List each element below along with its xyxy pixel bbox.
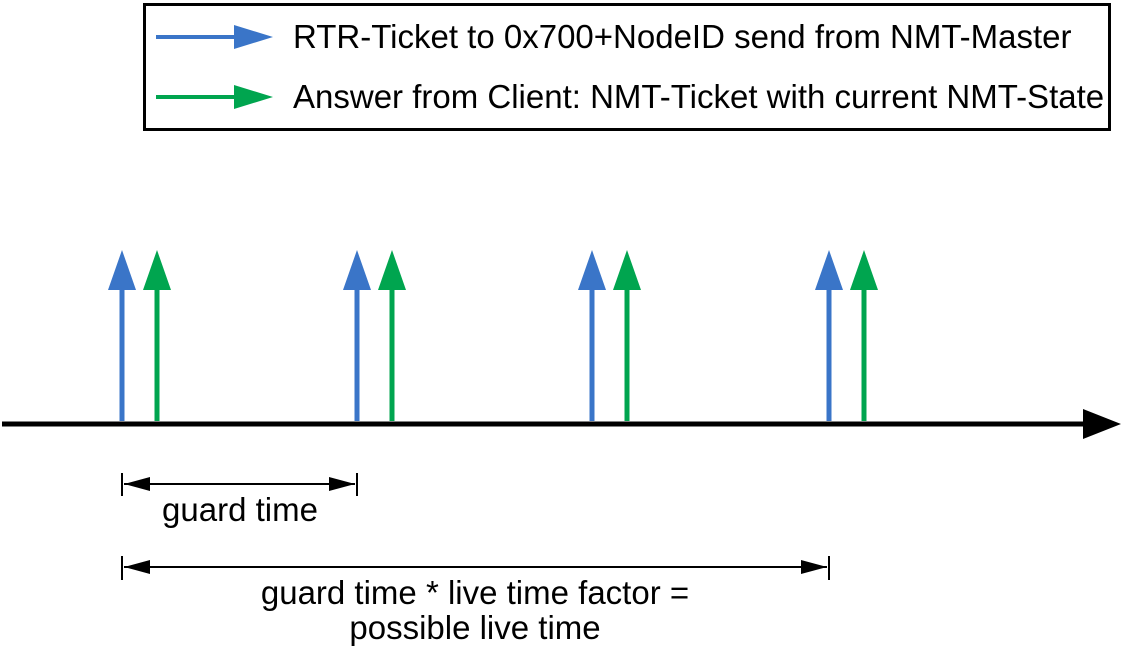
time-axis [2, 409, 1121, 439]
dim-arrowhead-left-icon [124, 477, 150, 491]
guard-time-label: guard time [162, 491, 318, 528]
legend-label-rtr: RTR-Ticket to 0x700+NodeID send from NMT… [293, 18, 1072, 55]
legend-item-rtr: RTR-Ticket to 0x700+NodeID send from NMT… [156, 17, 1072, 57]
live-time-label-line2: possible live time [349, 609, 601, 646]
rtr-event-arrow-2 [343, 250, 371, 421]
answer-arrow-icon [156, 85, 273, 109]
legend-label-answer: Answer from Client: NMT-Ticket with curr… [293, 78, 1105, 115]
live-time-dimension-arrow [121, 556, 830, 580]
rtr-arrow-icon [156, 25, 273, 49]
rtr-event-arrow-3 [578, 250, 606, 421]
answer-event-arrow-3 [613, 250, 641, 421]
rtr-event-arrow-1 [108, 250, 136, 421]
legend-box: RTR-Ticket to 0x700+NodeID send from NMT… [143, 3, 1111, 131]
legend-item-answer: Answer from Client: NMT-Ticket with curr… [156, 77, 1104, 117]
live-time-label-line1: guard time * live time factor = [260, 574, 690, 611]
answer-event-arrow-4 [850, 250, 878, 421]
event-arrows [108, 250, 878, 421]
answer-event-arrow-2 [378, 250, 406, 421]
guard-time-dimension-arrow [121, 473, 358, 496]
rtr-event-arrow-4 [815, 250, 843, 421]
live-time-label: guard time * live time factor = possible… [175, 575, 775, 645]
dim-arrowhead-right-icon [801, 560, 827, 574]
answer-event-arrow-1 [143, 250, 171, 421]
time-axis-arrowhead-icon [1083, 409, 1121, 439]
dim-arrowhead-left-icon [124, 560, 150, 574]
dim-arrowhead-right-icon [329, 477, 355, 491]
